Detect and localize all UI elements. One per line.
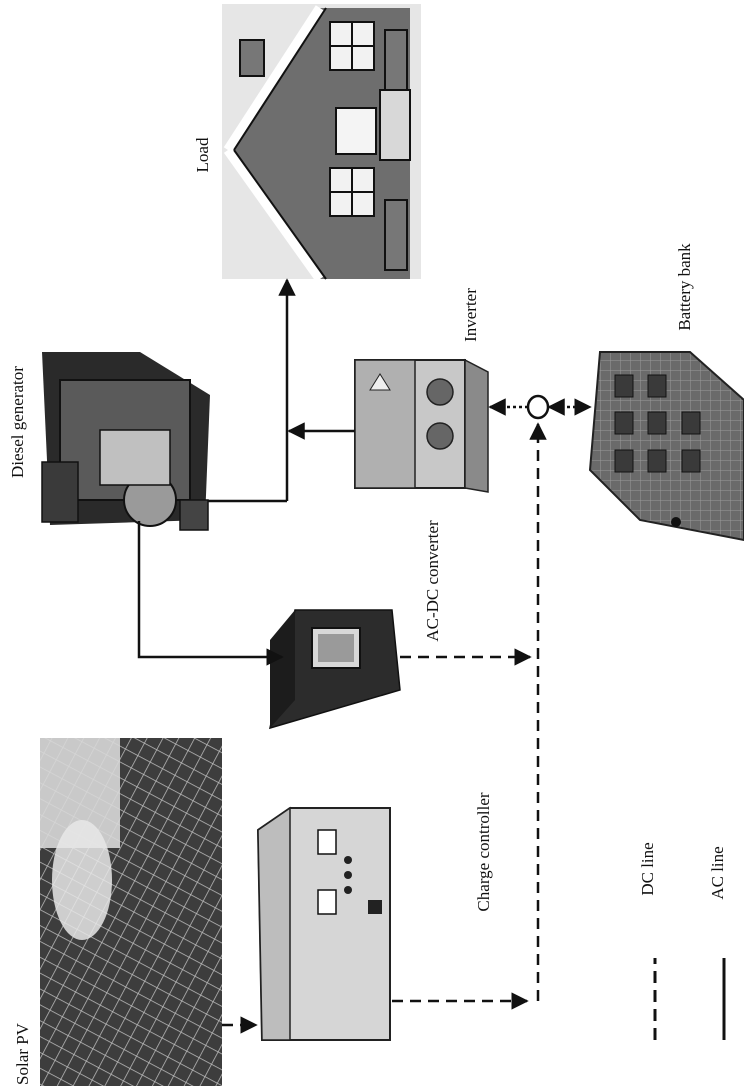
ac-line-legend-label: AC line xyxy=(708,846,727,899)
diesel-generator-label: Diesel generator xyxy=(8,366,27,478)
dc-junction-node xyxy=(528,396,548,418)
ac-dc-converter-image xyxy=(270,610,400,728)
load-house-image xyxy=(222,4,421,279)
solar-pv-label: Solar PV xyxy=(13,1022,32,1085)
generator-to-converter-line xyxy=(139,521,282,657)
inverter-label: Inverter xyxy=(461,288,480,342)
battery-bank-label: Battery bank xyxy=(675,243,694,331)
load-label: Load xyxy=(193,137,212,172)
charge-controller-label: Charge controller xyxy=(474,792,493,911)
ac-dc-converter-label: AC-DC converter xyxy=(423,520,442,642)
legend xyxy=(655,958,724,1040)
dc-line-legend-label: DC line xyxy=(638,842,657,895)
diesel-generator-image xyxy=(42,352,210,530)
charge-controller-image xyxy=(258,808,390,1040)
inverter-image xyxy=(355,360,488,492)
battery-bank-image xyxy=(590,352,744,540)
solar-pv-image xyxy=(40,738,222,1086)
